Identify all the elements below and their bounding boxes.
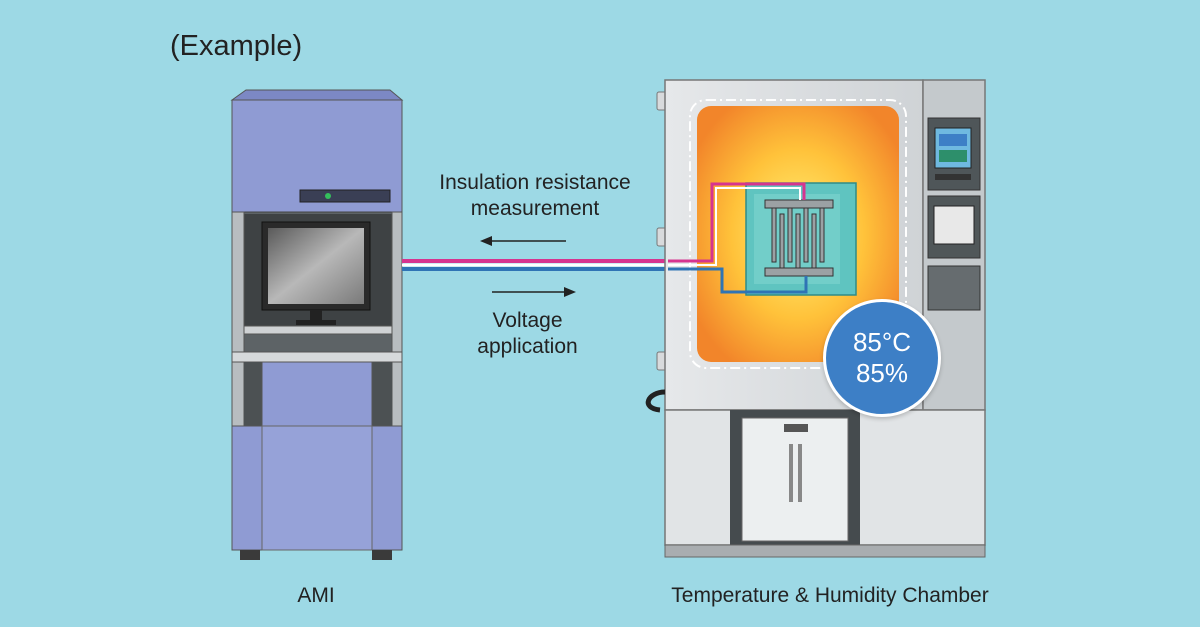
recorder-window [933, 205, 975, 245]
internal-application-wire [668, 267, 808, 294]
chamber [645, 79, 986, 558]
comb-electrode [764, 199, 834, 277]
measurement-flow-label: Insulation resistance measurement [415, 170, 655, 223]
ami-label: AMI [297, 584, 335, 607]
lower-door-handle [789, 444, 793, 502]
measurement-flow-line2: measurement [470, 197, 600, 221]
ami-keyboard-shelf [243, 325, 393, 335]
measurement-arrow [480, 236, 566, 246]
humidity-value: 85% [855, 358, 909, 388]
application-flow-label: Voltage application [440, 308, 615, 361]
cables [402, 259, 668, 271]
application-flow-line2: application [477, 335, 578, 359]
internal-measurement-wire [668, 182, 806, 263]
chamber-label: Temperature & Humidity Chamber [671, 584, 989, 607]
test-condition-badge: 85°C 85% [823, 299, 941, 417]
measurement-flow-line1: Insulation resistance [439, 171, 631, 194]
ami-front-slot [299, 189, 391, 203]
example-caption: (Example) [170, 30, 303, 62]
application-arrow [492, 287, 576, 297]
ami-monitor-screen [268, 228, 364, 304]
temperature-value: 85°C [852, 326, 912, 357]
ami-instrument [230, 89, 404, 560]
application-flow-line1: Voltage [492, 309, 563, 332]
ami-status-led [325, 193, 331, 199]
